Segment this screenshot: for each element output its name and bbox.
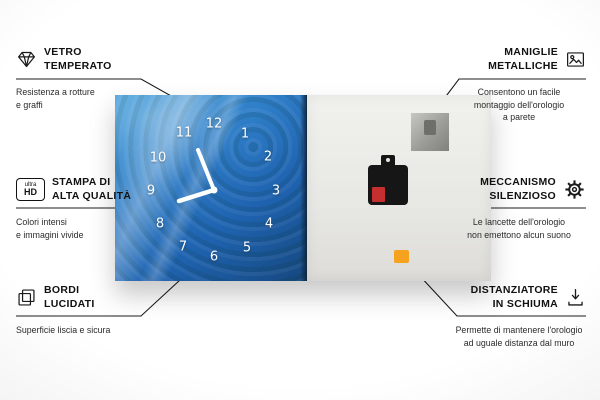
glass-edge <box>300 95 307 281</box>
callout-distanziatore-schiuma: DISTANZIATORE IN SCHIUMA Permette di man… <box>452 284 586 349</box>
callout-title: MECCANISMO SILENZIOSO <box>480 176 556 202</box>
clock-mechanism <box>368 165 408 205</box>
callout-title: MANIGLIE METALLICHE <box>488 46 558 72</box>
spacer-arrow-down-icon <box>565 287 586 308</box>
product-photo: 12 1 2 3 4 5 6 7 8 9 10 11 <box>115 95 491 281</box>
callout-subtitle: Resistenza a rotture e graffi <box>16 87 95 110</box>
callout-subtitle: Colori intensi e immagini vivide <box>16 217 84 240</box>
callout-subtitle: Permette di mantenere l'orologio ad ugua… <box>455 325 583 348</box>
callout-subtitle: Consentono un facile montaggio dell'orol… <box>473 87 565 122</box>
clock-number: 6 <box>209 249 219 265</box>
callout-title: DISTANZIATORE IN SCHIUMA <box>470 284 558 310</box>
callout-meccanismo-silenzioso: MECCANISMO SILENZIOSO Le lancette dell'o… <box>452 176 586 241</box>
clock-number: 5 <box>242 240 252 256</box>
foam-spacer <box>394 250 409 263</box>
clock-number: 7 <box>178 239 188 255</box>
callout-vetro-temperato: VETRO TEMPERATO Resistenza a rotture e g… <box>16 46 142 111</box>
clock-number: 8 <box>155 216 165 232</box>
callout-maniglie-metalliche: MANIGLIE METALLICHE Consentono un facile… <box>452 46 586 123</box>
gear-icon <box>563 178 586 201</box>
callout-stampa-alta-qualita: ultra HD STAMPA DI ALTA QUALITÀ Colori i… <box>16 176 142 241</box>
diamond-icon <box>16 49 37 70</box>
callout-bordi-lucidati: BORDI LUCIDATI Superficie liscia e sicur… <box>16 284 142 337</box>
callout-subtitle: Superficie liscia e sicura <box>16 325 111 336</box>
mechanism-hook <box>381 155 395 168</box>
clock-number: 2 <box>263 149 273 165</box>
hook-hole <box>386 158 390 162</box>
ultra-hd-label-top: ultra <box>24 182 37 189</box>
battery <box>372 187 385 202</box>
callout-subtitle: Le lancette dell'orologio non emettono a… <box>467 217 571 240</box>
clock-number: 12 <box>205 116 223 132</box>
clock-hands <box>176 148 218 204</box>
hanger-slot <box>424 120 436 135</box>
callout-title: VETRO TEMPERATO <box>44 46 112 72</box>
ultra-hd-label-bottom: HD <box>24 187 37 198</box>
clock-number: 10 <box>149 150 167 166</box>
clock-number: 4 <box>264 216 274 232</box>
clock-number: 1 <box>240 126 250 142</box>
clock-number: 9 <box>146 183 156 199</box>
clock-face: 12 1 2 3 4 5 6 7 8 9 10 11 <box>115 95 307 281</box>
clock-number: 11 <box>175 125 193 141</box>
callout-title: STAMPA DI ALTA QUALITÀ <box>52 176 132 202</box>
picture-frame-icon <box>565 49 586 70</box>
stacked-layers-icon <box>16 287 37 308</box>
metal-hanger-plate <box>411 113 449 151</box>
clock-number: 3 <box>271 183 281 199</box>
callout-title: BORDI LUCIDATI <box>44 284 95 310</box>
ultra-hd-icon: ultra HD <box>16 178 45 202</box>
